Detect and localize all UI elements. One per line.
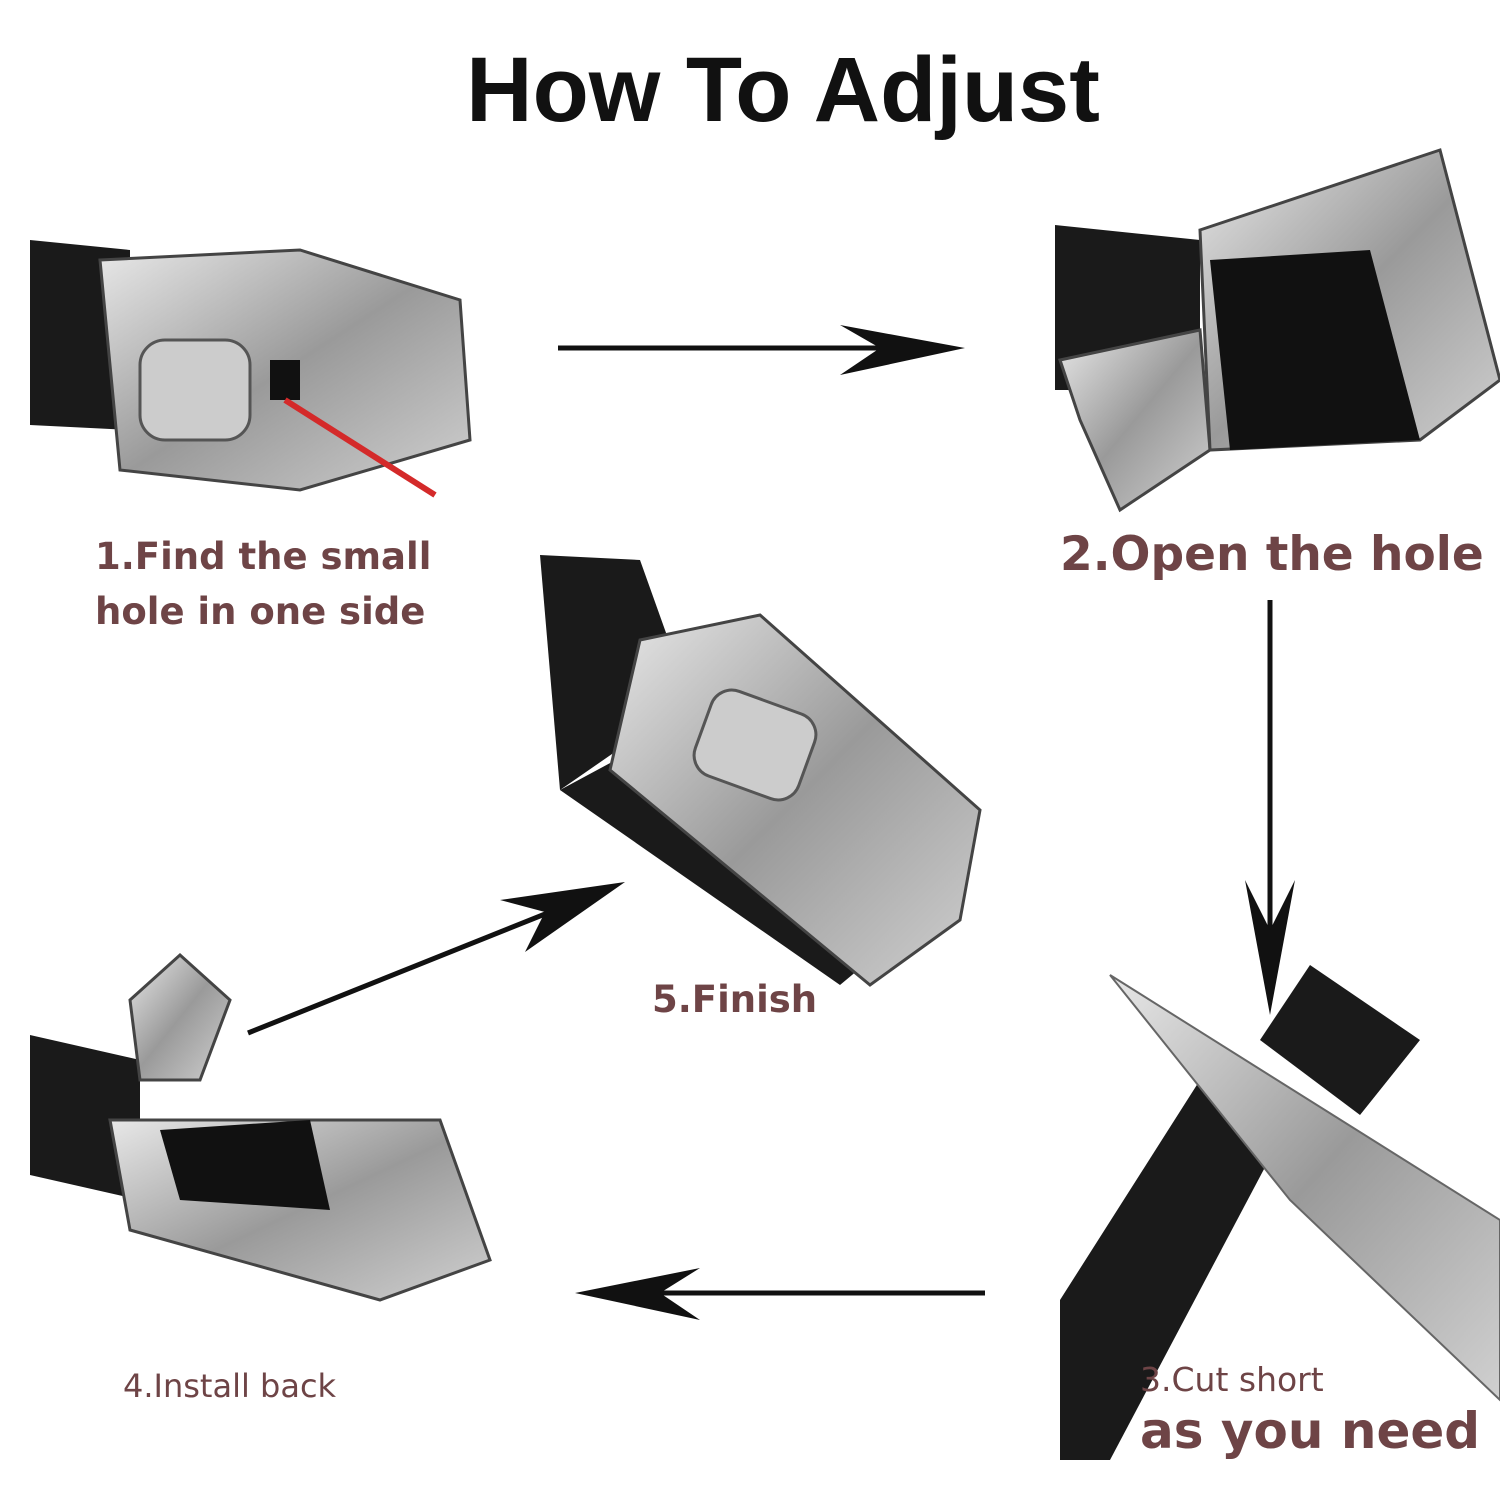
step4-label: 4.Install back	[123, 1367, 337, 1405]
step3-label-line1: 3.Cut short	[1140, 1360, 1324, 1399]
arrow-right-step1-to-2	[558, 325, 965, 375]
step2-buckle-image	[1055, 148, 1500, 513]
arrow-step4-to-5	[247, 882, 625, 1036]
step2-label: 2.Open the hole	[1060, 527, 1484, 582]
step5-buckle-image	[540, 555, 982, 987]
arrow-left-step3-to-4	[575, 1268, 985, 1320]
step3-cutting-image	[1060, 965, 1500, 1460]
step1-label-line2: hole in one side	[95, 590, 426, 633]
step3-label-line2: as you need	[1140, 1402, 1481, 1460]
page-title: How To Adjust	[466, 39, 1100, 141]
step1-label-line1: 1.Find the small	[95, 535, 432, 578]
step5-label: 5.Finish	[652, 978, 818, 1021]
step1-buckle-image	[30, 240, 472, 498]
step4-buckle-image	[30, 952, 492, 1302]
red-pointer-arrow	[283, 397, 437, 498]
arrow-down-step2-to-3	[1245, 600, 1295, 1015]
